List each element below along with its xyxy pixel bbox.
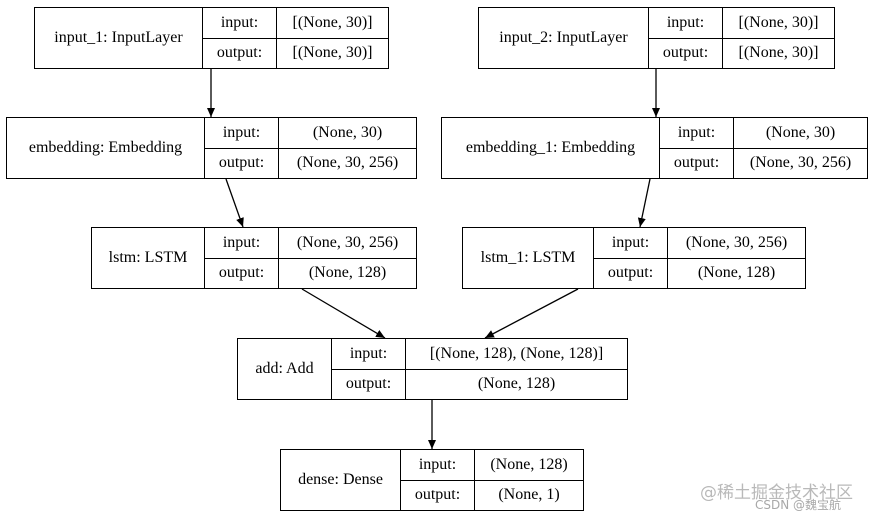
io-input-label: input: [649,8,723,38]
node-embedding-1: embedding_1: Embedding input:(None, 30) … [441,117,868,179]
io-output-label: output: [660,148,734,178]
io-output-label: output: [205,258,279,288]
watermark-juejin: @稀土掘金技术社区 [700,483,853,503]
io-output-label: output: [203,38,277,68]
io-output-value: (None, 30, 256) [749,154,852,172]
io-input-label: input: [205,228,279,258]
io-input-label: input: [401,450,475,480]
node-title: lstm_1: LSTM [463,228,594,288]
io-output-value: [(None, 30)] [738,44,819,62]
node-add: add: Add input: [(None, 128), (None, 128)… [237,338,628,400]
io-output-label: output: [205,148,279,178]
io-input-value: (None, 30) [312,123,383,141]
io-input-label: input: [594,228,668,258]
io-output-value: (None, 30, 256) [296,154,399,172]
node-lstm: lstm: LSTM input: (None, 30, 256) output:… [91,227,417,289]
edge-lstm-to-add [301,288,386,339]
node-input-2: input_2: InputLayer input: [(None, 30)] o… [478,7,835,69]
node-title: lstm: LSTM [92,228,205,288]
io-input-value: (None, 128) [490,455,568,473]
node-title: input_1: InputLayer [35,8,203,68]
io-input-value: (None, 30) [765,123,836,141]
node-title: add: Add [238,339,332,399]
io-input-value: [(None, 30)] [292,13,373,31]
node-embedding: embedding: Embedding input: (None, 30) ou… [6,117,417,179]
io-output-value: (None, 128) [477,375,556,393]
node-title: input_2: InputLayer [479,8,649,68]
node-input-1: input_1: InputLayer input: [(None, 30)] o… [34,7,389,69]
io-output-value: [(None, 30)] [292,44,373,62]
node-title: embedding_1: Embedding [442,118,660,178]
io-input-value: (None, 30, 256) [296,233,399,251]
io-output-label: output: [332,369,406,399]
io-output-value: (None, 128) [697,264,776,282]
io-output-label: output: [594,258,668,288]
node-title: dense: Dense [281,450,401,510]
watermark-csdn: CSDN @魏宝航 [755,498,842,512]
io-input-label: input: [660,118,734,148]
io-input-value: [(None, 128), (None, 128)] [429,344,604,362]
io-output-label: output: [649,38,723,68]
edge-embedding-to-lstm [225,178,244,228]
edge-lstm_1-to-add [484,288,579,339]
io-input-value: [(None, 30)] [738,13,819,31]
node-dense: dense: Dense input: (None, 128) output: (N… [280,449,584,511]
io-output-label: output: [401,480,475,510]
io-input-label: input: [203,8,277,38]
node-title: embedding: Embedding [7,118,205,178]
io-output-value: (None, 1) [498,486,560,504]
io-input-label: input: [205,118,279,148]
node-lstm-1: lstm_1: LSTM input: (None, 30, 256) outpu… [462,227,806,289]
edge-embedding_1-to-lstm_1 [637,178,651,228]
io-output-value: (None, 128) [308,264,387,282]
io-input-label: input: [332,339,406,369]
io-input-value: (None, 30, 256) [685,233,788,251]
